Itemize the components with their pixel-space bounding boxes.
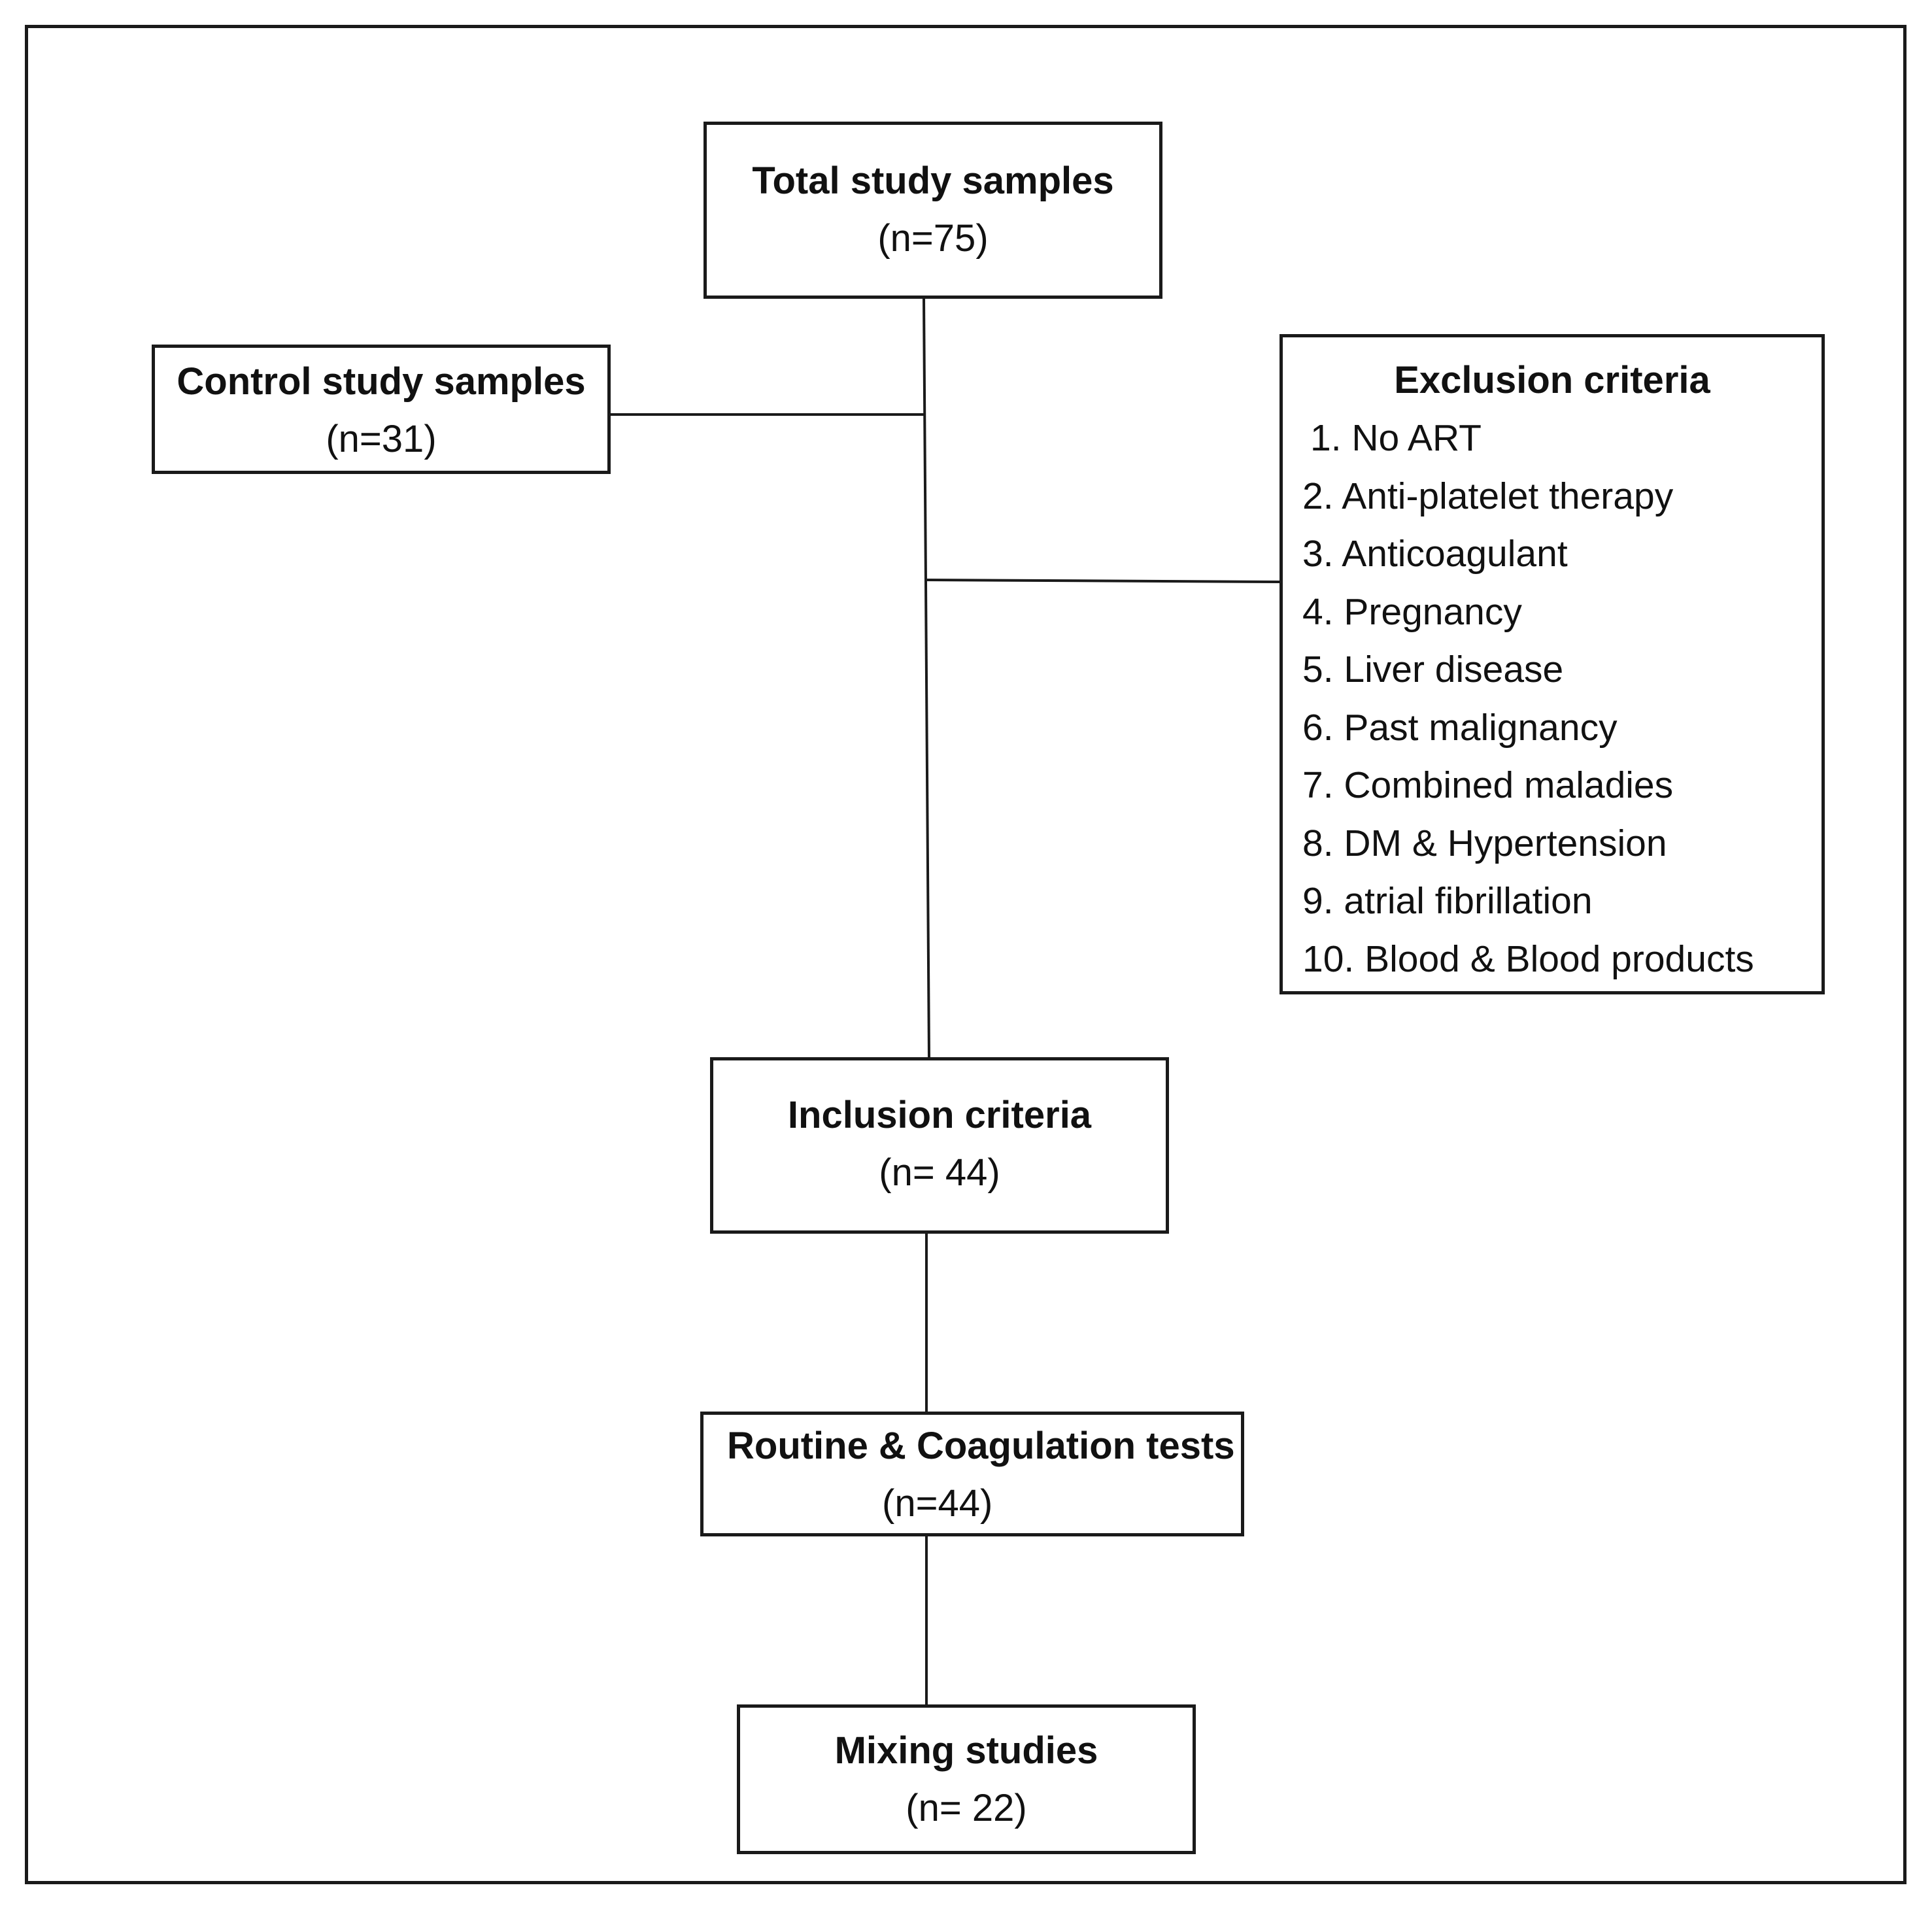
exclusion-item: 4. Pregnancy (1302, 590, 1522, 633)
exclusion-criteria-list: 1. No ART 2. Anti-platelet therapy 3. An… (1283, 409, 1822, 988)
exclusion-criteria-title: Exclusion criteria (1394, 359, 1710, 401)
exclusion-item: 8. DM & Hypertension (1302, 822, 1667, 864)
exclusion-item: 9. atrial fibrillation (1302, 880, 1593, 922)
total-samples-box: Total study samples (n=75) (703, 122, 1162, 299)
outer-frame (25, 25, 1907, 1884)
routine-coagulation-count: (n=44) (882, 1482, 993, 1525)
exclusion-item: 7. Combined maladies (1302, 764, 1674, 806)
mixing-studies-title: Mixing studies (834, 1729, 1098, 1772)
routine-coagulation-box: Routine & Coagulation tests (n=44) (700, 1412, 1244, 1536)
exclusion-item: 2. Anti-platelet therapy (1302, 475, 1674, 517)
mixing-studies-box: Mixing studies (n= 22) (737, 1704, 1196, 1854)
mixing-studies-count: (n= 22) (906, 1787, 1027, 1829)
exclusion-item: 1. No ART (1310, 417, 1482, 459)
exclusion-item: 6. Past malignancy (1302, 706, 1618, 749)
total-samples-count: (n=75) (877, 217, 989, 260)
exclusion-criteria-box: Exclusion criteria 1. No ART 2. Anti-pla… (1280, 334, 1825, 994)
control-samples-box: Control study samples (n=31) (152, 345, 611, 474)
exclusion-item: 5. Liver disease (1302, 649, 1564, 690)
inclusion-criteria-count: (n= 44) (879, 1151, 1000, 1194)
exclusion-item: 3. Anticoagulant (1302, 533, 1568, 575)
control-samples-title: Control study samples (177, 360, 586, 403)
exclusion-branch-line (926, 579, 1280, 583)
total-samples-title: Total study samples (752, 160, 1114, 202)
routine-coagulation-title: Routine & Coagulation tests (727, 1425, 1235, 1467)
inclusion-criteria-title: Inclusion criteria (787, 1094, 1092, 1136)
exclusion-item: 10. Blood & Blood products (1302, 938, 1754, 980)
control-samples-count: (n=31) (326, 418, 437, 460)
inclusion-criteria-box: Inclusion criteria (n= 44) (710, 1057, 1169, 1234)
main-trunk-line (923, 298, 930, 1058)
